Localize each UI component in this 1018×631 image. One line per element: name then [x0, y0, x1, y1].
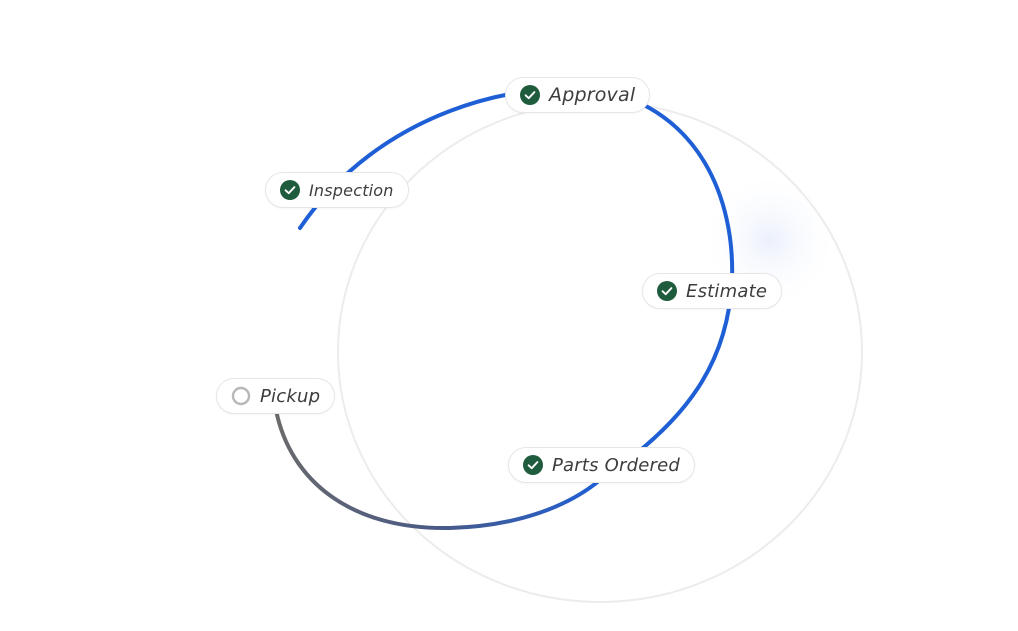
step-label: Approval: [549, 84, 636, 106]
step-pickup[interactable]: Pickup: [216, 378, 336, 414]
step-label: Estimate: [686, 280, 768, 302]
step-estimate[interactable]: Estimate: [642, 273, 783, 309]
step-approval[interactable]: Approval: [505, 77, 651, 113]
pending-arc: [274, 408, 602, 531]
check-circle-icon: [657, 281, 677, 301]
step-label: Parts Ordered: [552, 454, 681, 476]
step-label: Pickup: [260, 385, 321, 407]
check-circle-icon: [280, 180, 300, 200]
step-parts-ordered[interactable]: Parts Ordered: [508, 447, 696, 483]
step-inspection[interactable]: Inspection: [265, 172, 409, 208]
empty-circle-icon: [231, 386, 251, 406]
check-circle-icon: [520, 85, 540, 105]
step-label: Inspection: [309, 180, 394, 200]
progress-arc: [298, 86, 735, 482]
check-circle-icon: [523, 455, 543, 475]
